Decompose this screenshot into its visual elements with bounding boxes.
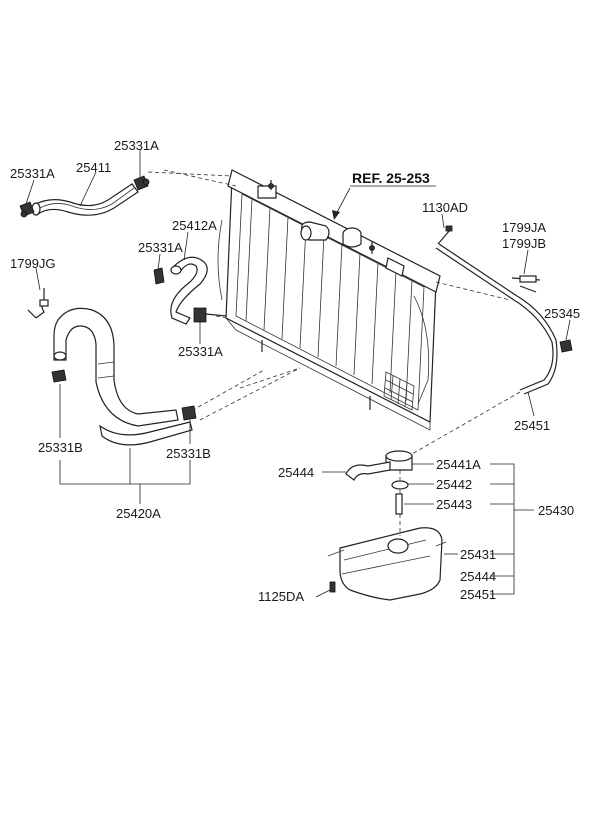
clamp-25331A-low <box>193 307 227 323</box>
label-25442: 25442 <box>436 477 472 492</box>
label-25345: 25345 <box>544 306 580 321</box>
label-25430: 25430 <box>538 503 574 518</box>
clamp-25331A-mid <box>153 267 165 285</box>
label-1125DA: 1125DA <box>258 589 304 604</box>
clamp-25331B-right <box>181 405 197 421</box>
bolt-1125DA <box>329 581 336 593</box>
label-25331B-left: 25331B <box>38 440 83 455</box>
label-25412A: 25412A <box>172 218 217 233</box>
label-1130AD: 1130AD <box>422 200 468 215</box>
phantom-lines <box>147 169 521 536</box>
gasket-25442 <box>391 480 409 490</box>
radiator-core <box>217 169 441 431</box>
radiator-cap <box>342 227 362 248</box>
label-25444-list: 25444 <box>460 569 496 584</box>
upper-hose-inlet <box>300 221 330 241</box>
mount-bolt-1130AD <box>437 225 453 245</box>
top-bracket-left <box>257 180 277 199</box>
clamp-25331A-left <box>19 201 35 218</box>
top-bracket-right <box>369 242 405 277</box>
ref-label: REF. 25-253 <box>352 170 430 186</box>
label-1799JG: 1799JG <box>10 256 56 271</box>
label-25420A: 25420A <box>116 506 161 521</box>
label-1799JB: 1799JB <box>502 236 546 251</box>
label-25441A: 25441A <box>436 457 481 472</box>
label-25331A-mid: 25331A <box>138 240 183 255</box>
label-25331B-right: 25331B <box>166 446 211 461</box>
hose-25412A <box>170 256 208 325</box>
sensor-1799JA <box>511 275 541 293</box>
overflow-hose-25451 <box>435 243 558 395</box>
label-25451-list: 25451 <box>460 587 496 602</box>
label-25451-hose: 25451 <box>514 418 550 433</box>
clamp-25331A-top <box>133 175 150 191</box>
label-25331A-top: 25331A <box>114 138 159 153</box>
lower-hose-25420A <box>53 307 193 446</box>
sensor-1799JG <box>27 288 49 319</box>
hose-clip-25345 <box>559 339 573 353</box>
label-25331A-left: 25331A <box>10 166 55 181</box>
label-25411: 25411 <box>76 160 111 175</box>
leader-lines <box>25 150 571 598</box>
reservoir-25431 <box>327 527 447 601</box>
ref-arrow <box>332 185 436 220</box>
clamp-25331B-left <box>51 369 67 383</box>
hose-25444 <box>345 461 391 481</box>
label-25443: 25443 <box>436 497 472 512</box>
label-25431: 25431 <box>460 547 496 562</box>
label-25331A-low: 25331A <box>178 344 223 359</box>
label-25444-left: 25444 <box>278 465 314 480</box>
label-1799JA: 1799JA <box>502 220 546 235</box>
tube-25443 <box>395 493 403 515</box>
upper-hose-25411 <box>31 183 139 216</box>
